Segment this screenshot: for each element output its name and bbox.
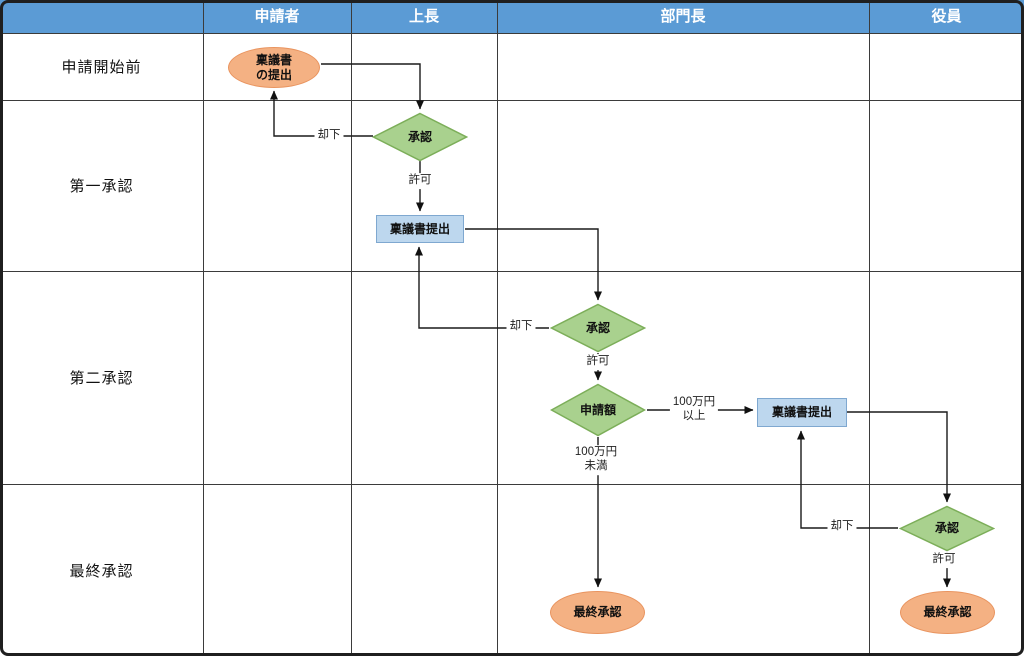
edge-label-reject1: 却下 [314,128,344,144]
node-label: 最終承認 [573,605,622,619]
header-band [0,0,1024,33]
node-label: 申請額 [579,402,616,417]
node-final-approval2-ellipse: 最終承認 [900,591,995,634]
node-label: 承認 [407,129,432,144]
edge-approve3-reject-return [797,430,898,529]
node-label: 稟議書提出 [389,221,450,236]
column-header-applicant: 申請者 [254,8,300,25]
node-approve2-diamond: 承認 [549,303,647,353]
node-approve3-diamond: 承認 [898,505,996,552]
diamond-shape [549,303,647,353]
diamond-shape [898,505,996,552]
edge-label-reject2: 却下 [506,319,536,335]
node-final-approval1-ellipse: 最終承認 [550,591,645,634]
node-submit1-rect: 稟議書提出 [376,215,464,243]
edge-label-permit1: 許可 [405,173,435,189]
diamond-shape [371,112,469,162]
node-approve1-diamond: 承認 [371,112,469,162]
edge-label-amount-over: 100万円 以上 [669,395,719,425]
grid-vline-2 [351,0,352,656]
edge-submit1-to-approve2 [465,228,602,301]
node-amount-diamond: 申請額 [549,383,647,437]
grid-hline-2 [0,271,1024,272]
grid-vline-4 [869,0,870,656]
row-label-before-application: 申請開始前 [61,59,142,76]
node-label: 承認 [585,320,610,335]
edge-label-amount-under: 100万円 未満 [571,445,621,475]
node-label: 稟議書提出 [771,405,832,419]
node-submit2-rect: 稟議書提出 [757,398,847,427]
edge-label-permit2: 許可 [583,354,613,370]
column-header-supervisor: 上長 [408,8,439,25]
diamond-shape [549,383,647,437]
column-header-dept-head: 部門長 [660,8,706,25]
edge-label-permit3: 許可 [929,552,959,568]
edge-label-reject3: 却下 [827,519,857,535]
edge-submitdoc-to-approve1 [321,63,424,110]
grid-hline-1 [0,100,1024,101]
row-label-first-approval: 第一承認 [69,178,134,195]
edge-approve2-reject-return [415,246,549,329]
grid-vline-1 [203,0,204,656]
column-header-executive: 役員 [931,8,962,25]
node-label: 承認 [934,521,959,535]
node-submit-document-ellipse: 稟議書 の提出 [228,47,320,88]
grid-hline-3 [0,484,1024,485]
grid-hline-header [0,33,1024,34]
node-label: 最終承認 [923,605,972,619]
row-label-second-approval: 第二承認 [69,370,134,387]
row-label-final-approval: 最終承認 [69,562,134,580]
edge-submit2-to-approve3 [847,411,951,503]
node-label: 稟議書 の提出 [255,52,292,82]
